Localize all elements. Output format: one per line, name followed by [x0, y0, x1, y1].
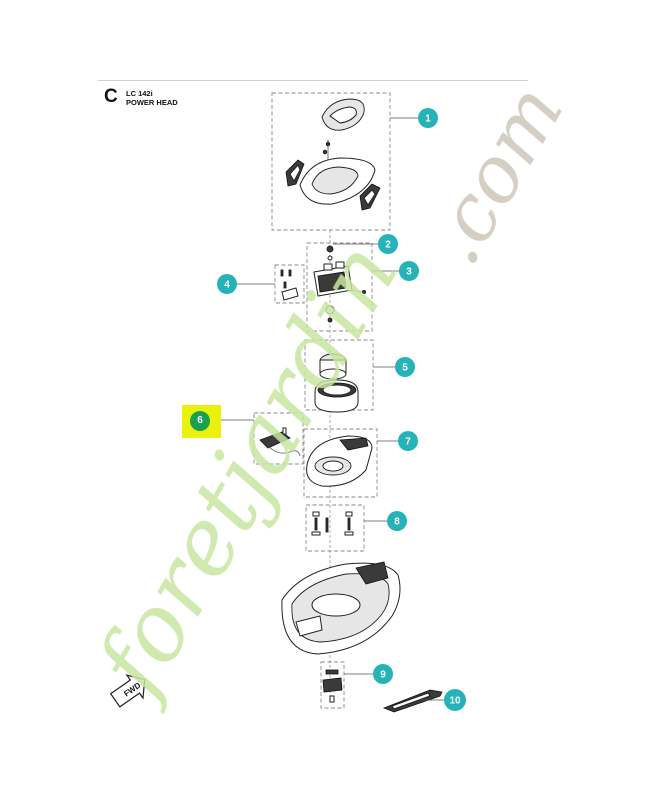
svg-text:2: 2 [385, 240, 391, 251]
header-rule [98, 80, 528, 81]
callout-10: 10 [444, 689, 466, 711]
mower-deck [281, 561, 401, 655]
callout-9: 9 [373, 664, 393, 684]
svg-text:9: 9 [380, 670, 386, 681]
callout-8: 8 [387, 511, 407, 531]
blade-edge [391, 692, 431, 710]
fwd-arrow-icon: FWD [109, 674, 146, 708]
svg-text:1: 1 [425, 114, 431, 125]
callout-3: 3 [399, 261, 419, 281]
watermark-tld: .com [409, 70, 582, 279]
group-6-cable [253, 412, 304, 465]
callout-7: 7 [398, 431, 418, 451]
group-5-motor [304, 339, 374, 413]
group-8-bolts [305, 504, 365, 552]
svg-text:7: 7 [405, 437, 411, 448]
callout-4: 4 [217, 274, 237, 294]
svg-text:4: 4 [224, 280, 230, 291]
svg-text:3: 3 [406, 267, 412, 278]
section-letter: C [104, 86, 118, 107]
watermark-brand: foretjardin [73, 225, 419, 717]
group-9-adapter [320, 661, 345, 709]
group-3-controller [306, 242, 373, 332]
svg-text:8: 8 [394, 517, 400, 528]
group-7-housing [303, 428, 378, 498]
group-1-top-cover [271, 92, 391, 231]
group-4-hardware [274, 264, 305, 304]
section-title: POWER HEAD [126, 98, 178, 107]
svg-text:10: 10 [449, 696, 461, 707]
svg-text:5: 5 [402, 363, 408, 374]
callout-2: 2 [378, 234, 398, 254]
model-name: LC 142i [126, 89, 153, 98]
callout-1: 1 [418, 108, 438, 128]
callout-5: 5 [395, 357, 415, 377]
callout-6: 6 [190, 411, 210, 431]
leader-lines [221, 117, 444, 701]
